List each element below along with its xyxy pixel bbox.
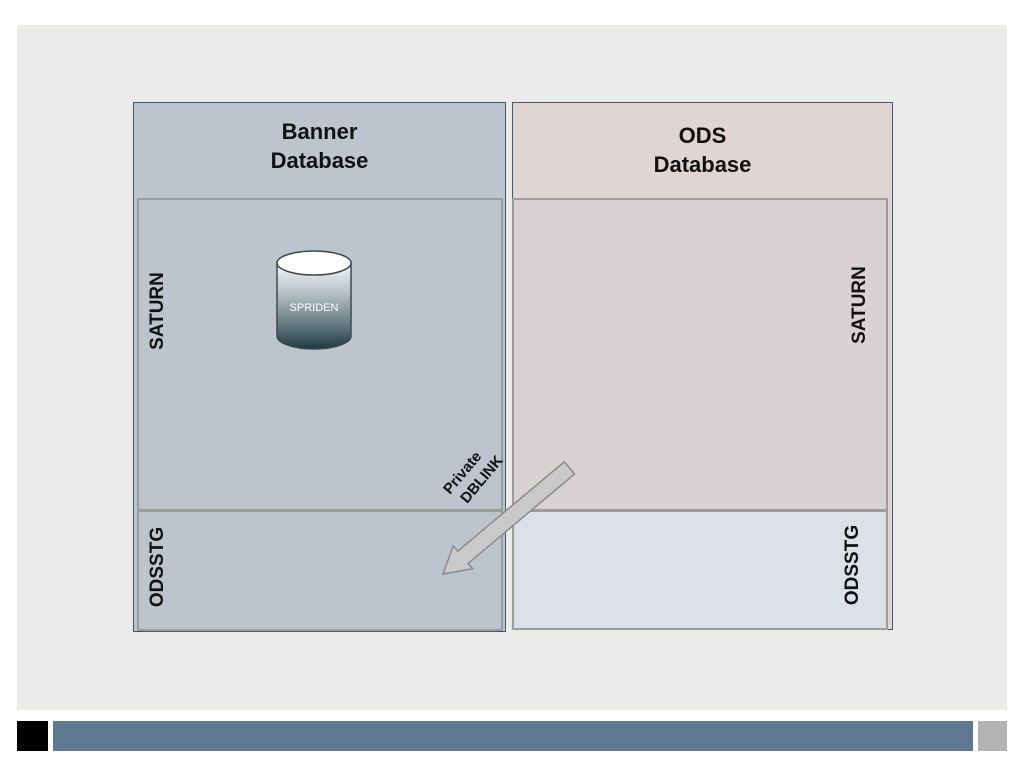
dblink-label: Private DBLINK: [440, 448, 507, 506]
banner-odsstg-schema: [137, 510, 503, 631]
footer-square-right: [978, 721, 1007, 751]
footer-bar: [53, 721, 973, 751]
dblink-arrow-shape: [441, 460, 576, 575]
banner-odsstg-label: ODSSTG: [147, 526, 168, 608]
banner-title-line1: Banner: [281, 119, 358, 144]
spriden-table-icon: SPRIDEN: [276, 250, 352, 350]
dblink-arrow: [441, 460, 576, 575]
ods-saturn-schema: [512, 198, 888, 511]
banner-saturn-label: SATURN: [147, 272, 168, 350]
ods-database-title: ODS Database: [513, 121, 892, 179]
banner-database-box: Banner Database: [133, 102, 506, 632]
banner-title-line2: Database: [270, 148, 369, 173]
ods-odsstg-label: ODSSTG: [842, 524, 863, 606]
spriden-label: SPRIDEN: [290, 302, 339, 314]
ods-odsstg-schema: [512, 510, 888, 630]
ods-title-line1: ODS: [678, 123, 727, 148]
footer-square-left: [17, 721, 48, 751]
banner-database-title: Banner Database: [134, 117, 505, 175]
ods-title-line2: Database: [653, 152, 752, 177]
ods-saturn-label: SATURN: [849, 266, 870, 344]
